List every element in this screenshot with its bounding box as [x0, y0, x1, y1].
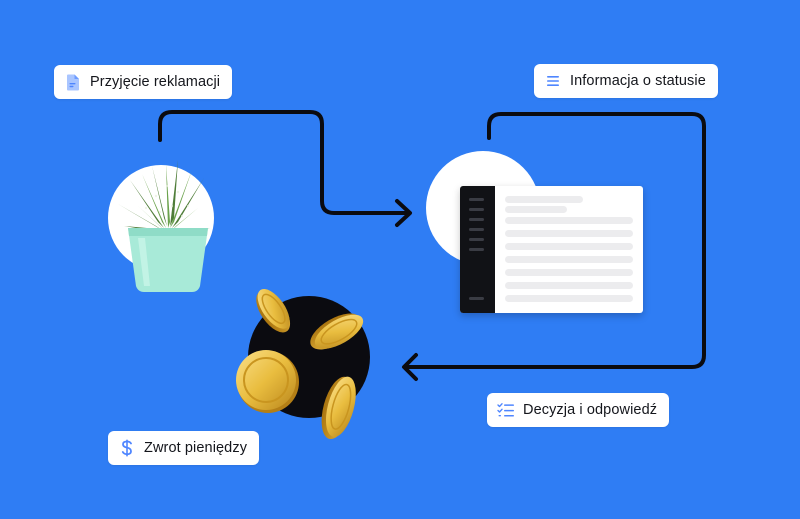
step-intake-label: Przyjęcie reklamacji — [54, 65, 233, 99]
dollar-icon — [118, 439, 136, 457]
panel-line — [505, 196, 583, 203]
document-icon — [64, 73, 82, 91]
step-intake-text: Przyjęcie reklamacji — [90, 74, 221, 90]
step-decision-text: Decyzja i odpowiedź — [523, 402, 658, 418]
panel-line — [505, 295, 633, 302]
plant-pot-icon — [118, 160, 216, 292]
menu-lines-icon — [544, 72, 562, 90]
panel-sidebar — [460, 186, 495, 313]
arrowhead-to-refund — [402, 353, 418, 381]
panel-line — [505, 230, 633, 237]
status-panel-illustration — [460, 186, 643, 313]
panel-line — [505, 243, 633, 250]
step-refund-text: Zwrot pieniędzy — [144, 440, 248, 456]
panel-line — [505, 217, 633, 224]
step-refund-label: Zwrot pieniędzy — [108, 431, 260, 465]
panel-line — [505, 206, 567, 213]
step-status-label: Informacja o statusie — [534, 64, 718, 98]
step-status-text: Informacja o statusie — [570, 73, 706, 89]
flow-arrow-to-status — [158, 110, 409, 215]
panel-line — [505, 282, 633, 289]
step-decision-label: Decyzja i odpowiedź — [487, 393, 670, 427]
flow-arrow-to-refund — [404, 112, 706, 369]
coins-icon — [236, 288, 364, 440]
panel-line — [505, 269, 633, 276]
panel-line — [505, 256, 633, 263]
checklist-icon — [497, 401, 515, 419]
arrowhead-to-status — [395, 199, 412, 227]
